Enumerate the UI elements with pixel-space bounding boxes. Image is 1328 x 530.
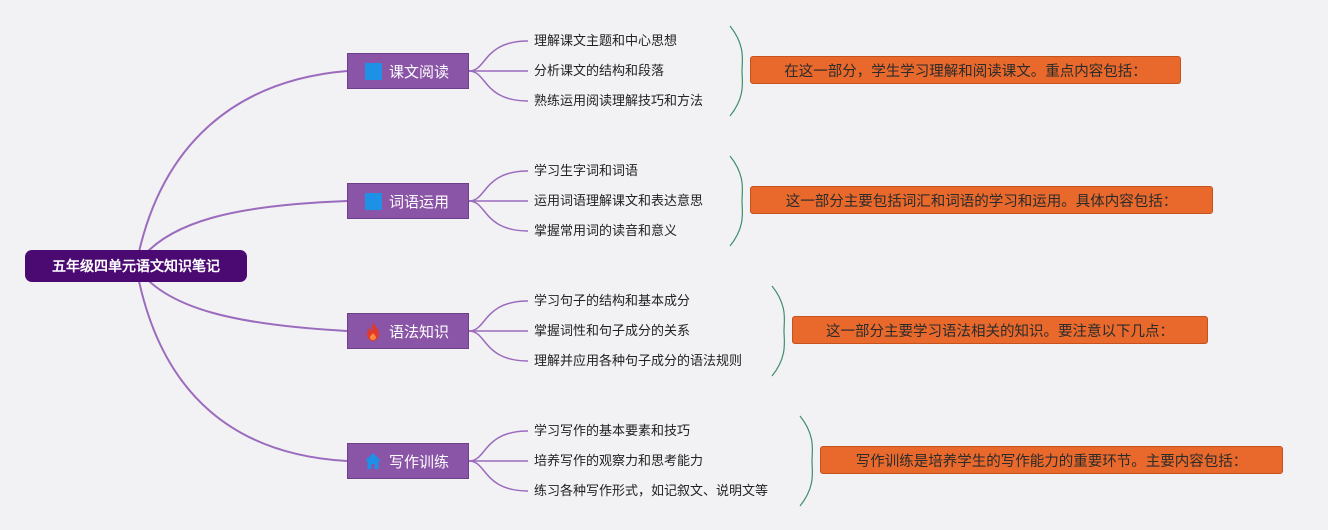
leaf-item[interactable]: 理解并应用各种句子成分的语法规则 xyxy=(534,354,743,369)
root-node[interactable]: 五年级四单元语文知识笔记 xyxy=(25,250,247,282)
connector-leaf xyxy=(468,460,529,492)
branch-node-vocabulary[interactable]: 词语运用 xyxy=(347,183,469,219)
leaf-item[interactable]: 培养写作的观察力和思考能力 xyxy=(534,454,704,469)
blue-square-icon xyxy=(364,192,382,210)
branch-node-reading[interactable]: 课文阅读 xyxy=(347,53,469,89)
summary-note-vocabulary[interactable]: 这一部分主要包括词汇和词语的学习和运用。具体内容包括： xyxy=(750,186,1213,214)
connector-root-writing xyxy=(135,265,348,462)
leaf-item[interactable]: 学习生字词和词语 xyxy=(534,164,639,179)
fire-icon xyxy=(364,321,382,341)
blue-square-icon xyxy=(364,62,382,80)
summary-note-writing[interactable]: 写作训练是培养学生的写作能力的重要环节。主要内容包括： xyxy=(820,446,1283,474)
branch-label: 语法知识 xyxy=(389,322,450,341)
connector-leaf xyxy=(468,170,529,202)
connector-leaf xyxy=(468,330,529,362)
summary-bracket xyxy=(799,415,814,507)
leaf-item[interactable]: 练习各种写作形式，如记叙文、说明文等 xyxy=(534,484,769,499)
leaf-item[interactable]: 运用词语理解课文和表达意思 xyxy=(534,194,704,209)
branch-label: 课文阅读 xyxy=(389,62,450,81)
branch-label: 写作训练 xyxy=(389,452,450,471)
leaf-item[interactable]: 理解课文主题和中心思想 xyxy=(534,34,678,49)
leaf-item[interactable]: 熟练运用阅读理解技巧和方法 xyxy=(534,94,704,109)
summary-note-grammar[interactable]: 这一部分主要学习语法相关的知识。要注意以下几点： xyxy=(792,316,1208,344)
leaf-item[interactable]: 学习句子的结构和基本成分 xyxy=(534,294,691,309)
connector-root-reading xyxy=(135,70,348,267)
connector-leaf xyxy=(468,430,529,462)
connector-leaf xyxy=(468,40,529,72)
summary-note-reading[interactable]: 在这一部分，学生学习理解和阅读课文。重点内容包括： xyxy=(750,56,1181,84)
connector-leaf xyxy=(468,300,529,332)
home-icon xyxy=(364,452,382,470)
branch-label: 词语运用 xyxy=(389,192,450,211)
summary-bracket xyxy=(729,155,744,247)
leaf-item[interactable]: 分析课文的结构和段落 xyxy=(534,64,665,79)
connector-leaf xyxy=(468,200,529,232)
leaf-item[interactable]: 掌握词性和句子成分的关系 xyxy=(534,324,691,339)
summary-bracket xyxy=(729,25,744,117)
leaf-item[interactable]: 学习写作的基本要素和技巧 xyxy=(534,424,691,439)
branch-node-grammar[interactable]: 语法知识 xyxy=(347,313,469,349)
connector-leaf xyxy=(468,70,529,102)
summary-bracket xyxy=(771,285,786,377)
leaf-item[interactable]: 掌握常用词的读音和意义 xyxy=(534,224,678,239)
branch-node-writing[interactable]: 写作训练 xyxy=(347,443,469,479)
